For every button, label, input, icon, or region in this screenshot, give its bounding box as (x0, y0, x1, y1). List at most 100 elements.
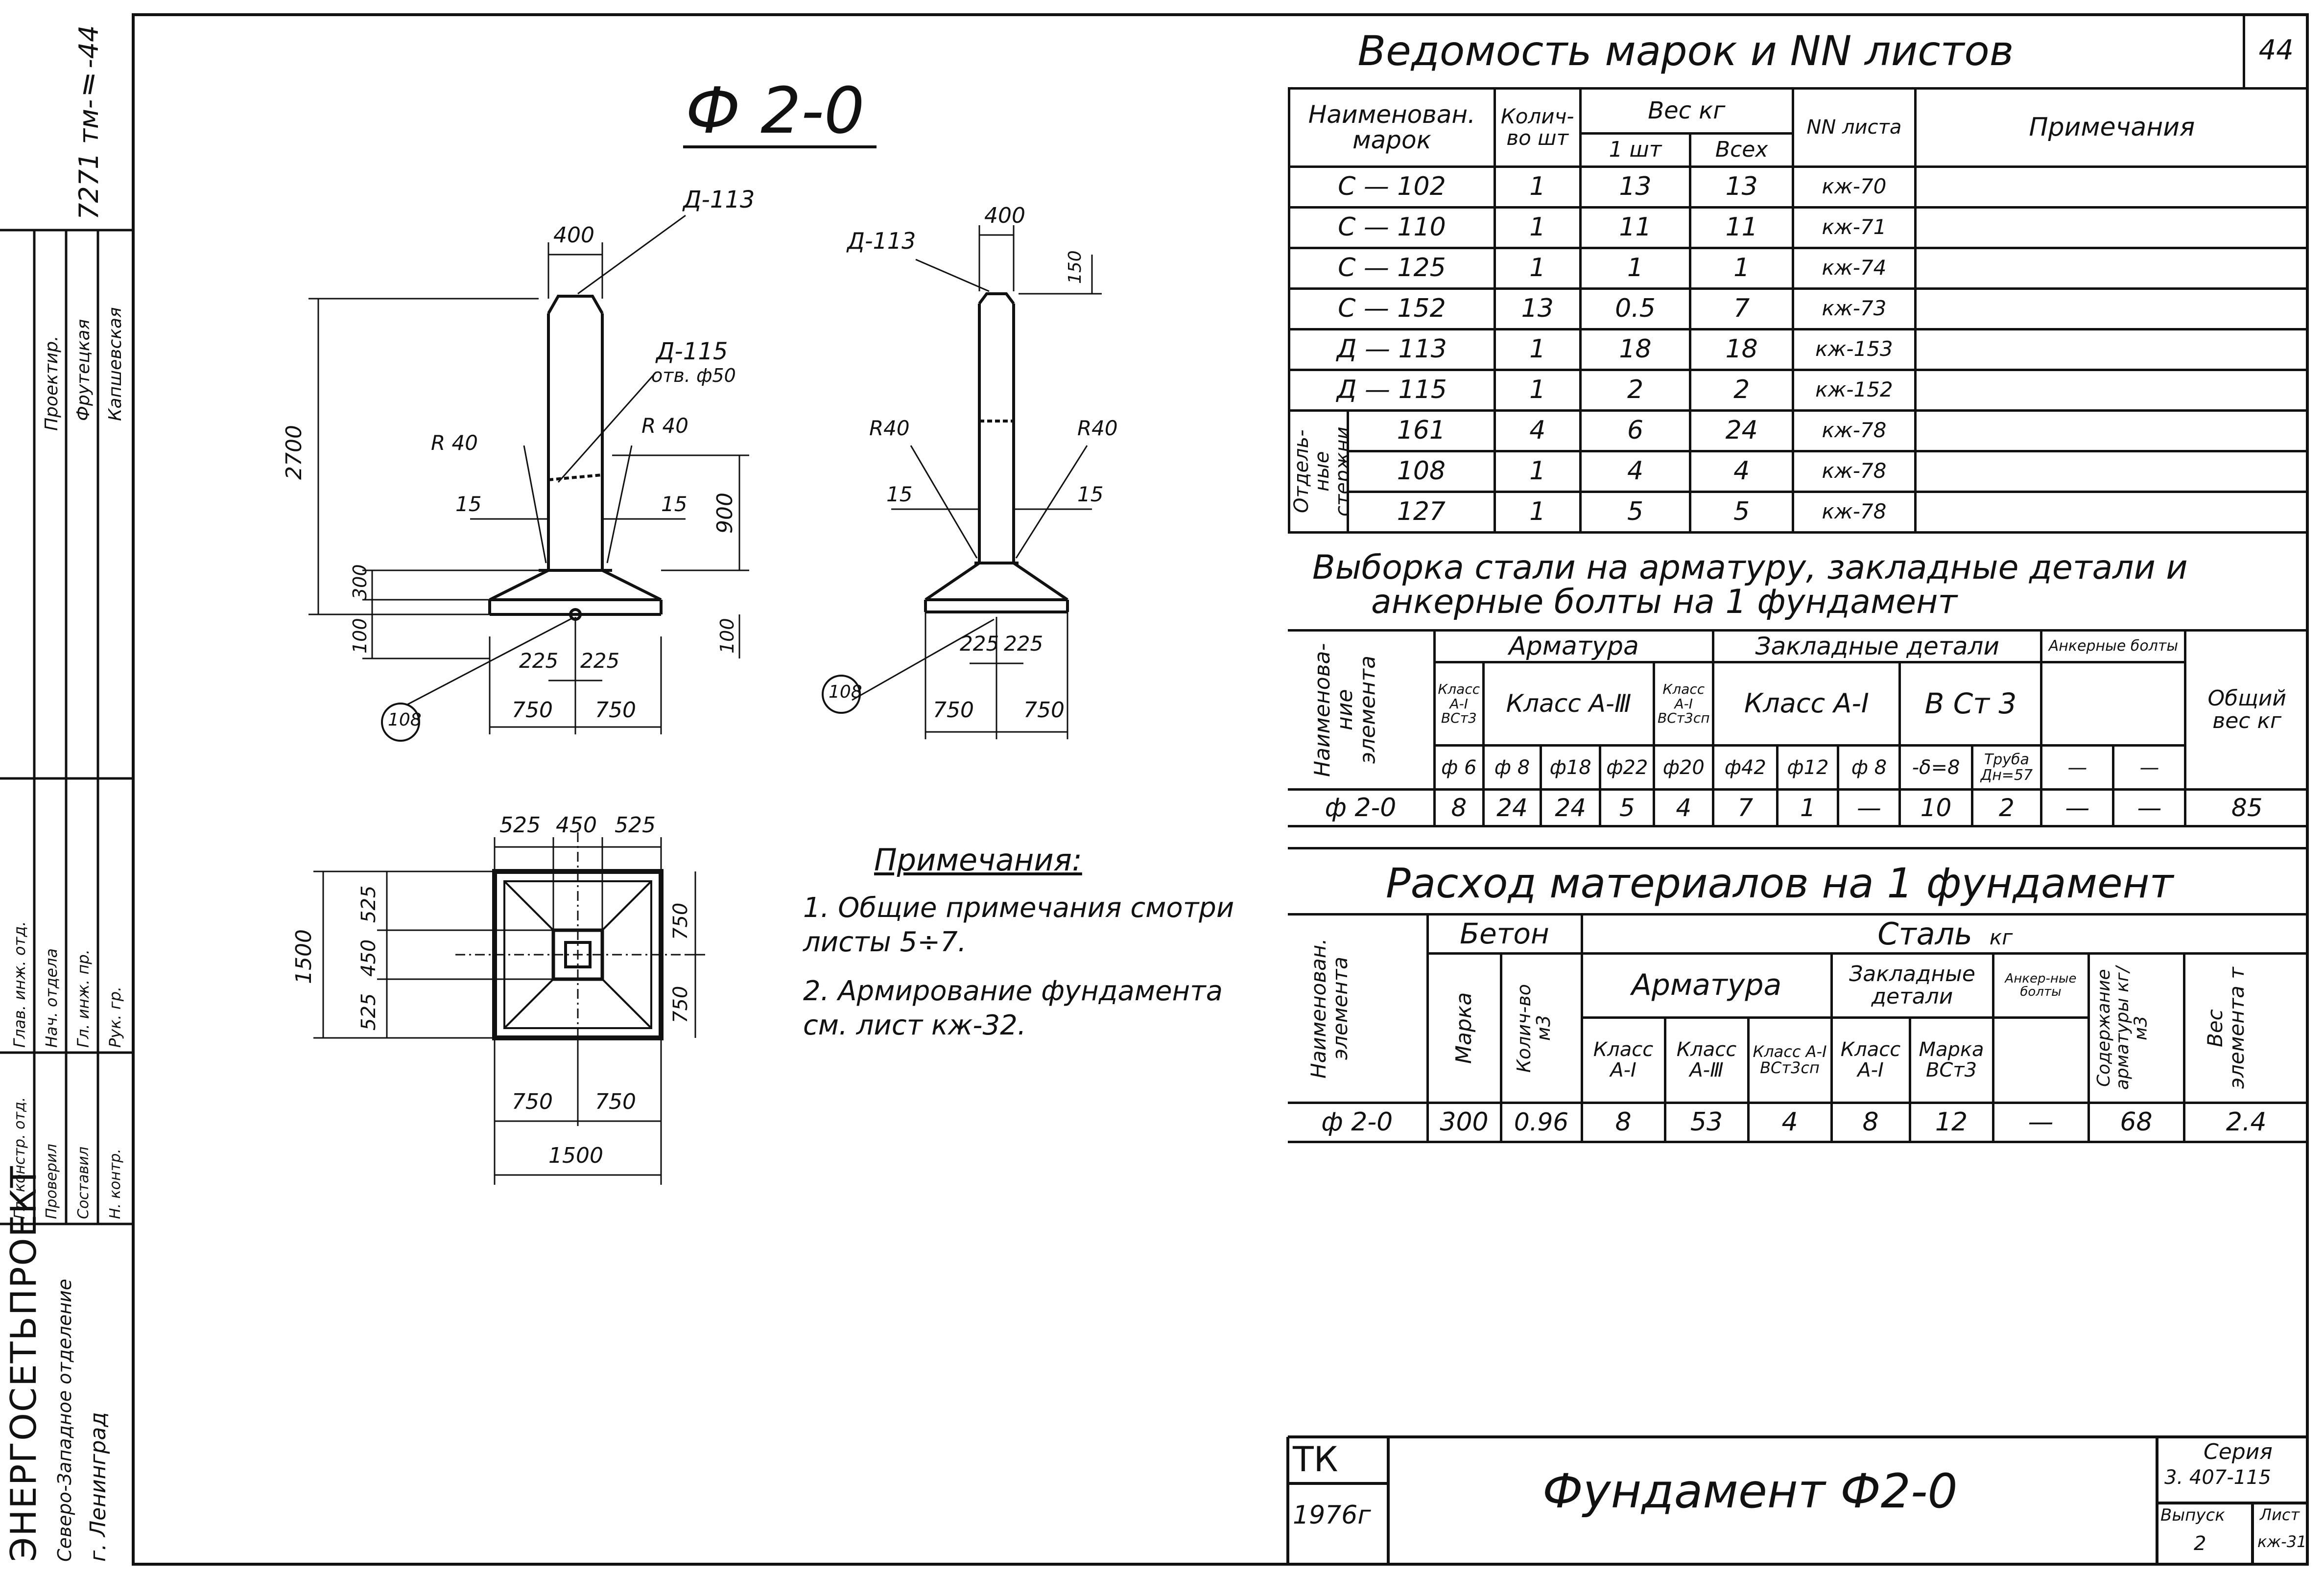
front-dim-225-right: 225 (580, 649, 620, 673)
strip-name-2: Капшевская (105, 307, 125, 421)
steel-row-value: 4 (1653, 788, 1715, 827)
marks-row-w1: 18 (1579, 328, 1692, 371)
marks-table: Ведомость марок и NN листов 44 Наименова… (1288, 15, 2307, 534)
steel-row-value: 24 (1482, 788, 1542, 827)
front-dim-225-left: 225 (519, 649, 559, 673)
steel-h-anchor-blank (2040, 661, 2187, 747)
side-dim-15-right: 15 (1077, 482, 1104, 506)
marks-h-qty: Колич-во шт (1493, 87, 1582, 168)
bars-row-qty: 1 (1493, 490, 1582, 534)
stamp-grid (1286, 1435, 2307, 1564)
steel-h-class-ai-sp: Класс А-I ВСт3сп (1653, 661, 1715, 747)
front-view (488, 295, 663, 621)
marks-row-qty: 1 (1493, 246, 1582, 290)
front-callout-d115: Д-115 (656, 338, 728, 365)
side-radius-right: R40 (1077, 416, 1118, 440)
bars-row-w1: 4 (1579, 449, 1692, 493)
marks-row-sheet: кж-152 (1792, 368, 1917, 412)
marks-row-w1: 11 (1579, 206, 1692, 249)
mat-row-value: 68 (2087, 1102, 2185, 1143)
mat-row-value: 8 (1830, 1102, 1911, 1143)
bars-row-mark: 161 (1346, 409, 1496, 452)
notes-heading: Примечания: (874, 842, 1082, 878)
steel-diam: ф 8 (1482, 744, 1542, 791)
plan-dim-top-525-left: 525 (499, 813, 541, 838)
steel-diam: ф22 (1599, 744, 1656, 791)
mat-h-concrete: Бетон (1426, 913, 1583, 955)
marks-title: Ведомость марок и NN листов (1289, 15, 2245, 90)
steel-diam: -δ=8 (1898, 744, 1973, 791)
bars-row-qty: 4 (1493, 409, 1582, 452)
steel-row-value: 7 (1712, 788, 1779, 827)
note-2: 2. Армирование фундамента см. лист кж-32… (803, 975, 1223, 1041)
project-code: 7271 тм-Ⅱ-44 (73, 25, 104, 220)
drawing-title: Ф 2-0 (686, 73, 865, 148)
plan-dim-left-1500: 1500 (291, 929, 316, 984)
front-dim-100: 100 (349, 618, 371, 654)
marks-row-note (1914, 287, 2307, 330)
mat-h-embedded: Закладные детали (1830, 952, 1994, 1019)
strip-role-gl-inzh: Глав. инж. отд. (10, 921, 29, 1048)
steel-row-value: 10 (1898, 788, 1973, 827)
org-name: ЭНЕРГОСЕТЬПРОЕКТ (3, 1165, 44, 1562)
steel-row-value: 8 (1433, 788, 1485, 827)
front-dim-300: 300 (349, 564, 371, 600)
marks-row-wall: 11 (1689, 206, 1795, 249)
mat-sub-blank (1992, 1016, 2090, 1104)
side-dim-750-right: 750 (1023, 698, 1065, 723)
mat-h-mark: Марка (1426, 952, 1502, 1104)
mat-row-value: 300 (1426, 1102, 1502, 1143)
marks-h-wall: Всех (1689, 132, 1795, 168)
plan-dim-top-450: 450 (556, 813, 597, 838)
steel-diam: — (2040, 744, 2115, 791)
steel-row-value: 5 (1599, 788, 1656, 827)
marks-row-mark: С — 125 (1288, 246, 1496, 290)
marks-row-w1: 2 (1579, 368, 1692, 412)
side-view (924, 292, 1069, 613)
mat-row-value: 12 (1908, 1102, 1994, 1143)
marks-row-qty: 1 (1493, 328, 1582, 371)
mat-h-steel-unit: кг (1989, 925, 2013, 949)
steel-diam: ф42 (1712, 744, 1779, 791)
marks-row-wall: 18 (1689, 328, 1795, 371)
bars-row-wall: 4 (1689, 449, 1795, 493)
mat-h-weight: Вес элемента т (2182, 952, 2307, 1104)
bars-row-qty: 1 (1493, 449, 1582, 493)
strip-name-1: Фрутецкая (73, 319, 94, 421)
marks-row-mark: С — 110 (1288, 206, 1496, 249)
steel-row-value: 24 (1540, 788, 1602, 827)
plan-dim-top-525-right: 525 (615, 813, 656, 838)
bars-row-mark: 127 (1346, 490, 1496, 534)
front-radius-left: R 40 (431, 431, 478, 455)
side-dim-225-left: 225 (960, 632, 999, 656)
org-branch: Северо-Западное отделение (54, 1279, 75, 1562)
marks-row-qty: 1 (1493, 368, 1582, 412)
marks-h-w1: 1 шт (1579, 132, 1692, 168)
front-dim-15-right: 15 (661, 492, 688, 516)
marks-row-note (1914, 246, 2307, 290)
side-dim-750-left: 750 (933, 698, 974, 723)
front-callout-d113: Д-113 (683, 186, 755, 213)
steel-h-name: Наименова-ние элемента (1288, 629, 1436, 791)
steel-row-total: 85 (2184, 788, 2307, 827)
steel-h-emb-vst: В Ст 3 (1898, 661, 2043, 747)
front-dim-100-right: 100 (716, 618, 738, 654)
side-radius-left: R40 (869, 416, 910, 440)
side-dim-15-left: 15 (886, 482, 913, 506)
steel-diam: ф12 (1776, 744, 1840, 791)
bars-group-label: Отдель-ные стержни (1288, 409, 1349, 534)
marks-row-sheet: кж-71 (1792, 206, 1917, 249)
marks-row-wall: 1 (1689, 246, 1795, 290)
strip-role-ruk: Рук. гр. (106, 986, 124, 1048)
mat-row-value: 0.96 (1499, 1102, 1583, 1143)
steel-h-total: Общий вес кг (2184, 629, 2307, 791)
bars-row-mark: 108 (1346, 449, 1496, 493)
front-dim-900: 900 (712, 493, 737, 534)
front-radius-right: R 40 (641, 414, 688, 438)
side-dim-150: 150 (1065, 250, 1085, 284)
sheet-frame (132, 13, 2309, 1566)
marks-row-wall: 2 (1689, 368, 1795, 412)
steel-h-armatura: Арматура (1433, 629, 1715, 663)
front-dim-15-left: 15 (455, 492, 482, 516)
marks-h-name: Наименован. марок (1288, 87, 1496, 168)
